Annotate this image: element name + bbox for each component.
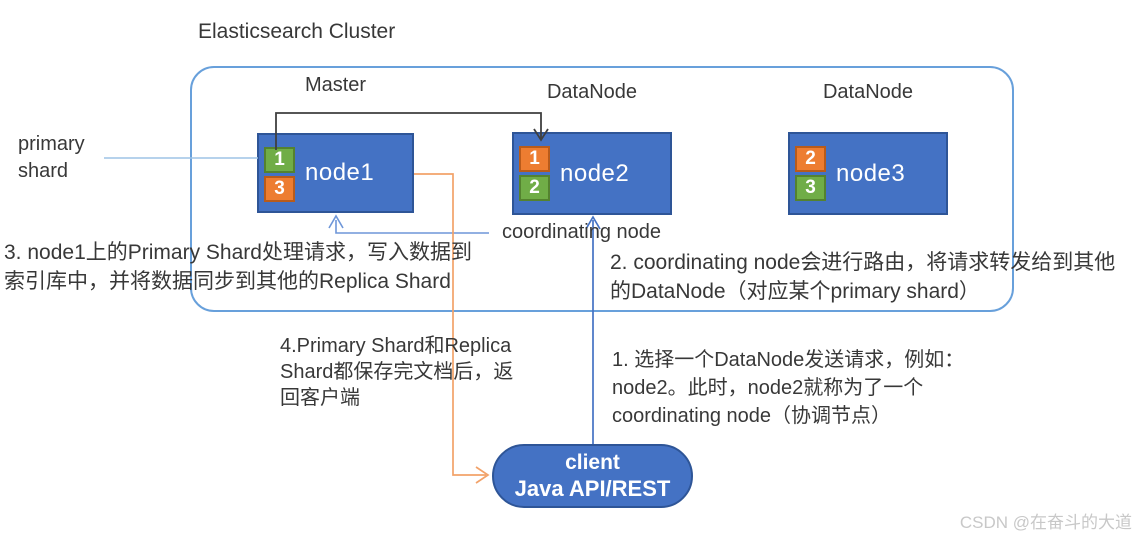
annotation-step4: 4.Primary Shard和Replica Shard都保存完文档后，返 回…: [280, 335, 514, 409]
client-node: client Java API/REST: [492, 444, 693, 508]
shard-badge: 3: [264, 176, 295, 202]
client-label: client: [565, 451, 620, 474]
node-name: node2: [560, 159, 630, 187]
shard-badge: 3: [795, 175, 826, 201]
client-api-label: Java API/REST: [514, 476, 671, 501]
node-node1: 1 3 node1: [257, 133, 414, 213]
node-node3: 2 3 node3: [788, 132, 948, 215]
node2-role-label: DataNode: [546, 81, 638, 103]
shard-badge: 1: [264, 147, 295, 173]
node1-to-client-arrow-head: [475, 466, 490, 484]
shard-badge: 2: [795, 146, 826, 172]
diagram-title: Elasticsearch Cluster: [198, 20, 396, 43]
node1-role-label: Master: [304, 74, 367, 96]
annotation-step3: 3. node1上的Primary Shard处理请求，写入数据到 索引库中，并…: [4, 241, 472, 293]
node1-shard-column: 1 3: [264, 147, 295, 202]
node-node2: 1 2 node2: [512, 132, 672, 215]
shard-badge: 1: [519, 146, 550, 172]
node3-shard-column: 2 3: [795, 146, 826, 201]
node3-role-label: DataNode: [822, 81, 914, 103]
shard-badge: 2: [519, 175, 550, 201]
annotation-step2: 2. coordinating node会进行路由，将请求转发给到其他 的Dat…: [610, 251, 1116, 303]
annotation-step1: 1. 选择一个DataNode发送请求，例如： node2。此时，node2就称…: [612, 349, 965, 427]
node2-shard-column: 1 2: [519, 146, 550, 201]
node-name: node1: [305, 159, 375, 186]
node-name: node3: [836, 159, 906, 187]
cluster-boundary: [190, 66, 1014, 312]
watermark: CSDN @在奋斗的大道: [959, 513, 1132, 532]
primary-shard-label: primary shard: [18, 133, 85, 182]
coordinating-node-label: coordinating node: [502, 221, 662, 243]
